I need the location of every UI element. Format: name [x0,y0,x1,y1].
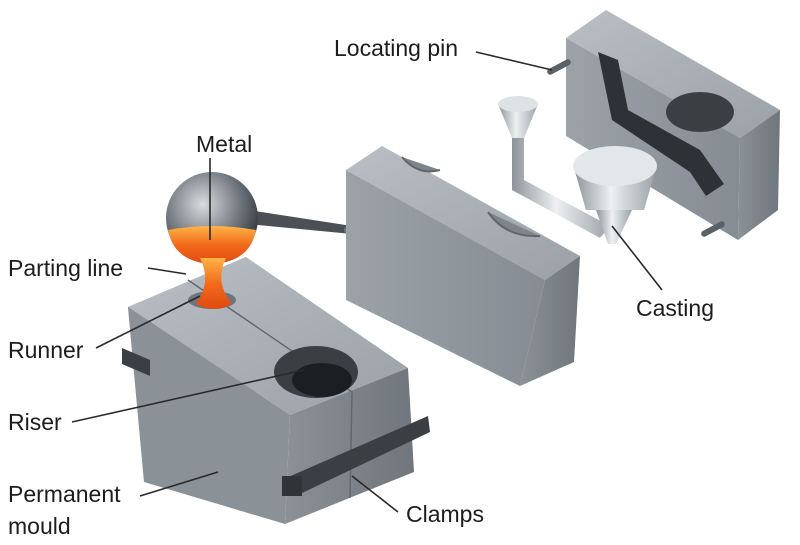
leader-clamps [351,475,399,513]
locating-pin-top [547,59,571,75]
middle-top-face [346,146,580,280]
mould-side-face [128,307,290,524]
casting-riser-top [573,146,657,186]
leader-riser [71,369,305,423]
label-permanent-mould-line2: mould [8,513,71,539]
locating-pin-bottom [701,221,725,237]
label-riser: Riser [8,409,62,435]
label-locating-pin: Locating pin [334,35,458,61]
mould-half-right [547,10,780,240]
middle-front-face [346,170,545,386]
right-cavity-channel [598,52,724,196]
leader-casting [611,225,663,291]
clamp-block [282,476,302,496]
label-clamps: Clamps [406,501,484,527]
leader-permanent-mould [139,471,219,497]
label-runner: Runner [8,337,84,363]
ladle-handle [248,210,352,234]
casting-sprue-cone [498,104,538,138]
clamp-left [122,348,150,376]
clamp-band [286,416,430,494]
ladle [166,172,356,309]
leader-runner [95,295,201,349]
middle-notch-1 [401,156,441,173]
label-metal: Metal [196,131,252,157]
label-parting-line: Parting line [8,255,123,281]
casting-riser-neck [596,210,632,244]
right-side-face [738,110,780,240]
label-casting: Casting [636,295,714,321]
casting-sprue-top [498,96,538,112]
mould-half-middle [346,146,580,386]
leader-locating-pin [475,51,553,71]
label-permanent-mould-line1: Permanent [8,481,121,507]
right-cavity-riser [666,92,734,132]
leader-parting-line [147,267,187,275]
riser-cavity-inner [292,363,352,397]
middle-side-face [520,256,580,386]
molten-metal-stream [196,258,232,309]
casting [498,96,657,244]
middle-notch-2 [487,211,541,238]
molten-metal-in-ladle [168,226,256,264]
casting-runner [512,138,610,238]
